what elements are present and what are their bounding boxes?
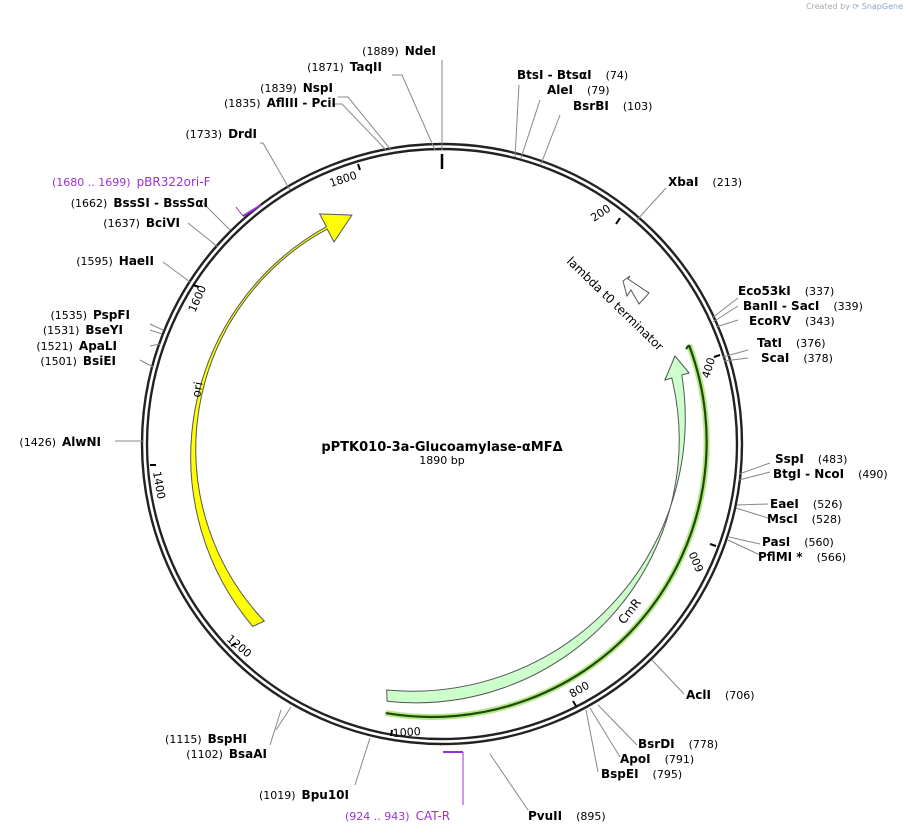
site-eaei[interactable]: EaeI(526) xyxy=(770,497,843,511)
site-nspi[interactable]: (1839)NspI xyxy=(260,81,333,95)
cmr-orf-arrowhead xyxy=(685,344,690,350)
site-sspi[interactable]: SspI(483) xyxy=(775,452,847,466)
credit-label: Created by ⟳ SnapGene xyxy=(806,2,903,11)
ori-label: ori xyxy=(189,381,205,399)
primer-marks xyxy=(235,204,464,805)
tick-label-200: 200 xyxy=(588,202,613,225)
site-btgi-ncoi[interactable]: BtgI - NcoI(490) xyxy=(773,467,888,481)
site-apoi[interactable]: ApoI(791) xyxy=(620,752,694,766)
site-xbai[interactable]: XbaI(213) xyxy=(668,175,742,189)
coordinate-ticks xyxy=(150,163,721,737)
site-bsssi-bsssai[interactable]: (1662)BssSI - BssSαI xyxy=(71,196,208,210)
lambda-t0-terminator-arrow[interactable] xyxy=(622,275,650,305)
site-scai[interactable]: ScaI(378) xyxy=(761,351,833,365)
tick-label-1400: 1400 xyxy=(150,470,168,500)
site-bpu10i[interactable]: (1019)Bpu10I xyxy=(259,788,349,802)
site-drdi[interactable]: (1733)DrdI xyxy=(185,127,257,141)
snapgene-logo: ⟳ SnapGene xyxy=(852,2,904,11)
cmr-feature-arrow[interactable] xyxy=(386,355,690,704)
site-leader-lines xyxy=(115,60,771,811)
site-bspei[interactable]: BspEI(795) xyxy=(601,767,682,781)
site-banii-saci[interactable]: BanII - SacI(339) xyxy=(743,299,863,313)
tick-label-600: 600 xyxy=(687,549,707,573)
credit-prefix: Created by xyxy=(805,2,850,11)
site-msci[interactable]: MscI(528) xyxy=(767,512,841,526)
site-apali[interactable]: (1521)ApaLI xyxy=(36,339,117,353)
primer-pbr322ori-f[interactable]: (1680 .. 1699)pBR322ori-F xyxy=(52,175,211,189)
ori-feature-arrow[interactable] xyxy=(190,213,353,628)
site-bsrbi[interactable]: BsrBI(103) xyxy=(573,99,652,113)
site-bsrdi[interactable]: BsrDI(778) xyxy=(638,737,718,751)
site-ndei[interactable]: (1889)NdeI xyxy=(362,44,436,58)
site-pflmi[interactable]: PflMI *(566) xyxy=(758,550,846,564)
site-bsiei[interactable]: (1501)BsiEI xyxy=(40,354,116,368)
site-labels-left: (1889)NdeI (1871)TaqII (1839)NspI (1835)… xyxy=(19,44,436,802)
primer-cat-r[interactable]: (924 .. 943)CAT-R xyxy=(345,809,450,823)
site-eco53ki[interactable]: Eco53kI(337) xyxy=(738,284,834,298)
site-haeii[interactable]: (1595)HaeII xyxy=(76,254,154,268)
site-labels-right: BtsI - BtsαI(74) AleI(79) BsrBI(103) Xba… xyxy=(517,68,888,823)
plasmid-size: 1890 bp xyxy=(419,454,464,467)
site-taqii[interactable]: (1871)TaqII xyxy=(307,60,382,74)
plasmid-name: pPTK010-3a-Glucoamylase-αMFΔ xyxy=(321,440,562,455)
site-bseyi[interactable]: (1531)BseYI xyxy=(43,323,123,337)
site-alei[interactable]: AleI(79) xyxy=(547,83,610,97)
site-btsi-btsai[interactable]: BtsI - BtsαI(74) xyxy=(517,68,628,82)
site-tati[interactable]: TatI(376) xyxy=(757,336,826,350)
site-pspfi[interactable]: (1535)PspFI xyxy=(50,308,130,322)
tick-label-1000: 1000 xyxy=(392,725,421,740)
site-alwni[interactable]: (1426)AlwNI xyxy=(19,435,101,449)
site-ecorv[interactable]: EcoRV(343) xyxy=(749,314,835,328)
lambda-t0-terminator-label: lambda t0 terminator xyxy=(564,254,666,354)
credit-brand: SnapGene xyxy=(861,2,903,11)
tick-label-400: 400 xyxy=(699,356,718,380)
site-bsaai[interactable]: (1102)BsaAI xyxy=(186,747,267,761)
site-pasi[interactable]: PasI(560) xyxy=(762,535,834,549)
site-pvuii[interactable]: PvuII(895) xyxy=(528,809,606,823)
cmr-orf-line xyxy=(385,344,708,719)
tick-label-1800: 1800 xyxy=(328,169,359,190)
site-bcivi[interactable]: (1637)BciVI xyxy=(103,216,180,230)
tick-label-1600: 1600 xyxy=(186,283,209,314)
site-bsphi[interactable]: (1115)BspHI xyxy=(165,732,247,746)
site-acli[interactable]: AclI(706) xyxy=(686,688,755,702)
site-afliii-pcii[interactable]: (1835)AflIII - PciI xyxy=(224,96,336,110)
